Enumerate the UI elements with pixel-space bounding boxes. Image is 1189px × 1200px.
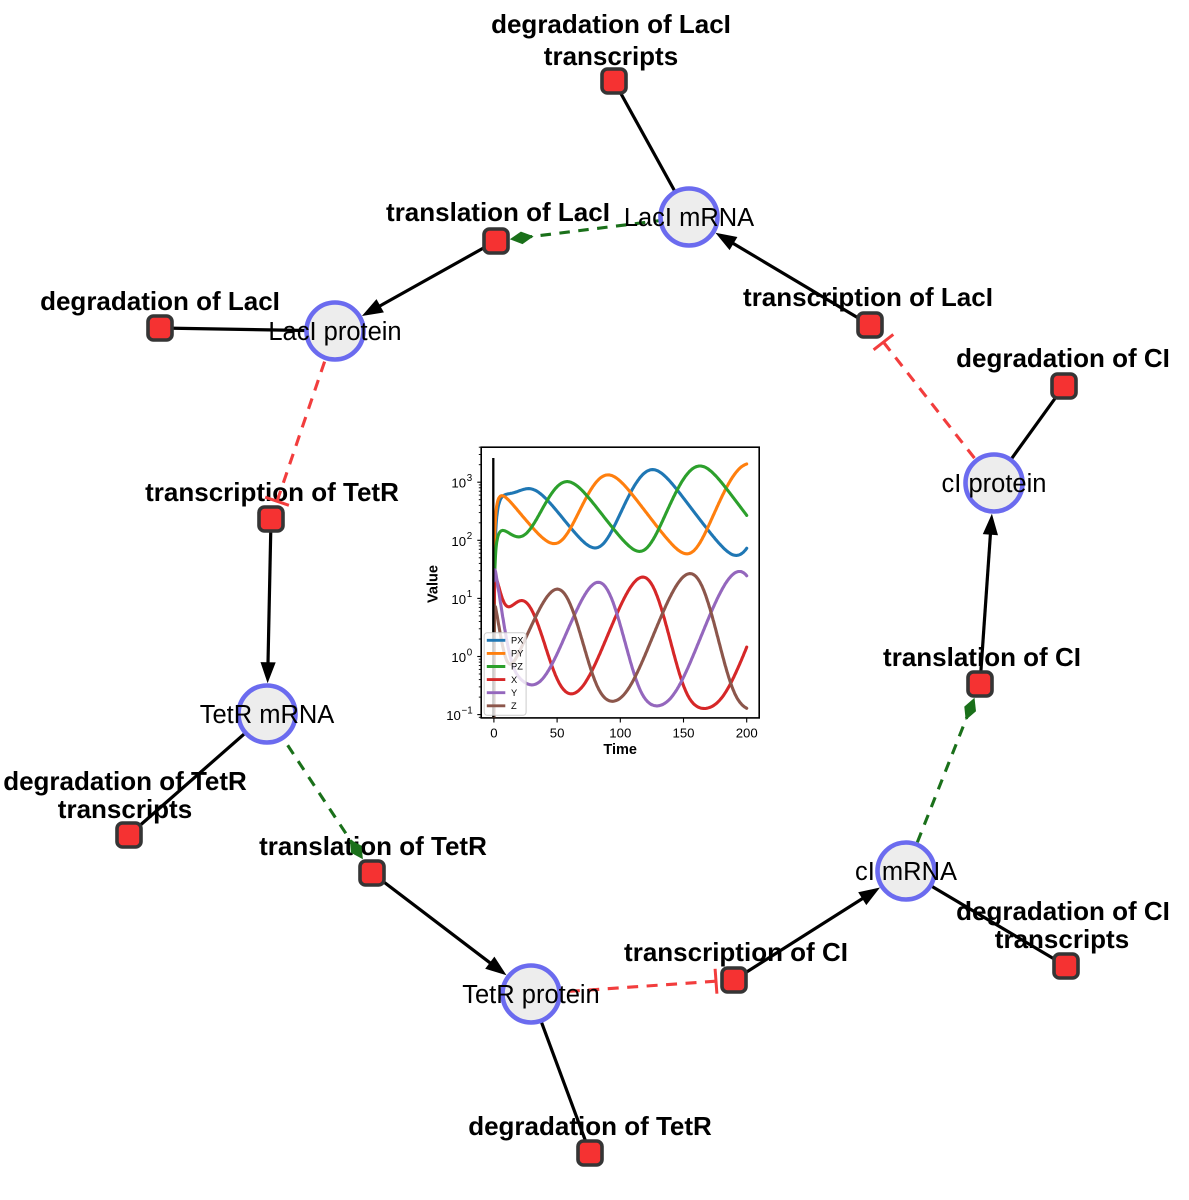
svg-text:transcripts: transcripts	[544, 41, 678, 71]
svg-text:degradation of TetR: degradation of TetR	[468, 1111, 712, 1141]
svg-text:cI mRNA: cI mRNA	[855, 858, 957, 886]
svg-text:200: 200	[736, 726, 758, 741]
svg-text:10: 10	[451, 476, 466, 491]
svg-text:Z: Z	[511, 701, 517, 711]
svg-text:0: 0	[467, 647, 473, 658]
svg-text:translation of LacI: translation of LacI	[386, 197, 610, 227]
svg-text:TetR mRNA: TetR mRNA	[200, 701, 335, 729]
svg-text:−1: −1	[462, 705, 473, 716]
svg-text:100: 100	[609, 726, 631, 741]
svg-text:PY: PY	[511, 649, 523, 659]
svg-text:transcription of CI: transcription of CI	[624, 937, 848, 967]
svg-text:translation of TetR: translation of TetR	[259, 831, 487, 861]
svg-text:150: 150	[672, 726, 694, 741]
svg-text:degradation of CI: degradation of CI	[956, 343, 1170, 373]
svg-text:X: X	[511, 675, 517, 685]
svg-text:TetR protein: TetR protein	[462, 981, 600, 1009]
svg-text:1: 1	[467, 589, 472, 600]
svg-text:degradation of LacI: degradation of LacI	[491, 9, 731, 39]
svg-text:10: 10	[446, 708, 461, 723]
svg-text:transcription of TetR: transcription of TetR	[145, 477, 399, 507]
svg-text:Value: Value	[425, 565, 441, 603]
svg-text:PZ: PZ	[511, 662, 523, 672]
svg-text:transcription of LacI: transcription of LacI	[743, 282, 993, 312]
svg-text:0: 0	[490, 726, 497, 741]
svg-text:Time: Time	[603, 742, 637, 758]
svg-text:10: 10	[451, 534, 466, 549]
svg-text:50: 50	[550, 726, 565, 741]
svg-text:10: 10	[451, 592, 466, 607]
svg-text:PX: PX	[511, 635, 523, 645]
svg-text:degradation of LacI: degradation of LacI	[40, 286, 280, 316]
svg-text:Y: Y	[511, 688, 517, 698]
svg-text:LacI mRNA: LacI mRNA	[624, 204, 754, 232]
svg-text:degradation of TetR: degradation of TetR	[3, 766, 247, 796]
svg-text:10: 10	[451, 650, 466, 665]
svg-text:3: 3	[467, 473, 473, 484]
svg-text:cI protein: cI protein	[942, 470, 1047, 498]
svg-text:2: 2	[467, 531, 472, 542]
svg-text:transcripts: transcripts	[995, 924, 1129, 954]
svg-text:LacI protein: LacI protein	[268, 318, 401, 346]
